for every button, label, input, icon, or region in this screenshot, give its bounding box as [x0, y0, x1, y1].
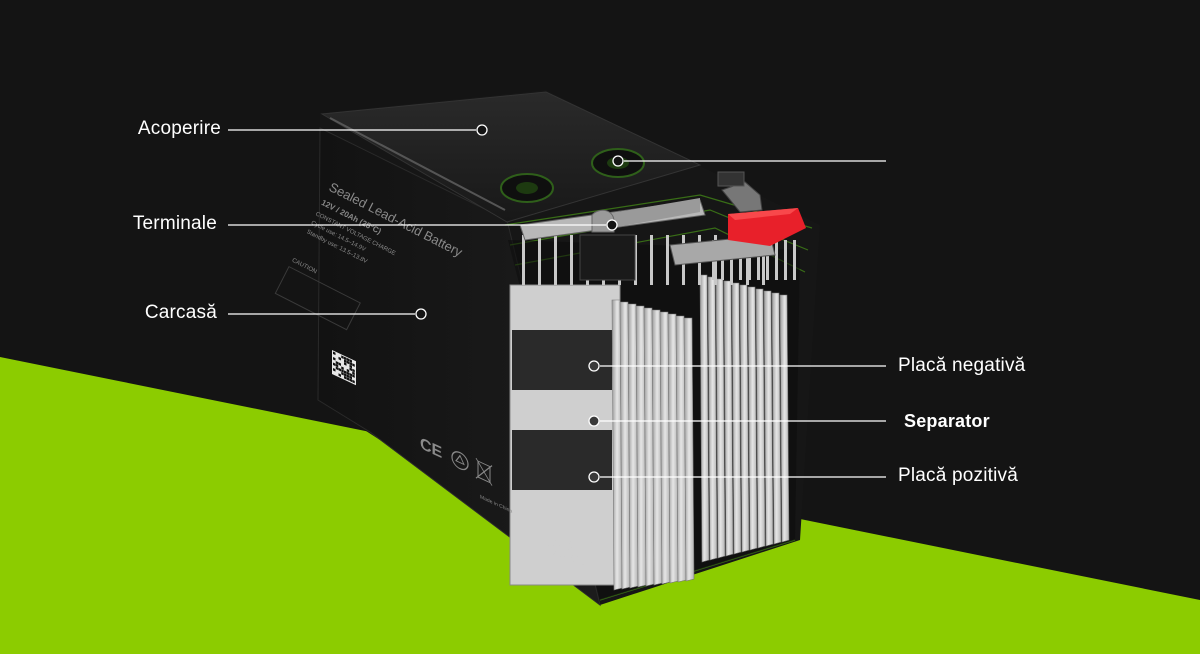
qr-module: [346, 374, 350, 379]
plate-tab: [666, 235, 669, 285]
plates-right: [699, 274, 790, 563]
qr-module: [344, 356, 347, 361]
qr-module: [349, 367, 352, 372]
qr-module: [341, 369, 344, 373]
plate-tab: [793, 240, 796, 280]
qr-module: [344, 373, 347, 377]
qr-module: [346, 360, 350, 365]
qr-module: [352, 374, 355, 378]
plate-tab: [538, 235, 541, 285]
plate-tab: [784, 240, 787, 280]
plate-tab: [739, 240, 742, 280]
plate: [755, 288, 766, 549]
callout-positive-plate: Placă pozitivă: [898, 465, 1019, 486]
plate-tab: [554, 235, 557, 285]
qr-module: [352, 368, 355, 373]
leader-dot-separator: [588, 415, 600, 427]
callout-separator: Separator: [904, 411, 990, 431]
leader-dot-negative-plate: [588, 360, 600, 372]
print-caution: CAUTION: [291, 258, 318, 276]
battery-lid: [320, 91, 702, 223]
plate-tab: [650, 235, 653, 285]
leader-dot-terminals: [606, 219, 618, 231]
qr-module: [338, 367, 341, 372]
qr-module: [346, 377, 350, 381]
plate: [683, 317, 695, 582]
qr-module: [333, 351, 336, 356]
plate: [739, 284, 750, 553]
callout-leaders: [228, 124, 886, 483]
plate: [747, 286, 758, 551]
lid-edge-highlight: [329, 117, 506, 211]
plate: [699, 274, 710, 563]
plate-tab: [746, 235, 749, 285]
crossed-bin-icon: [477, 460, 491, 484]
qr-module: [349, 378, 352, 383]
plate-tab: [775, 240, 778, 280]
qr-module: [346, 371, 350, 376]
qr-module: [344, 362, 347, 366]
leader-dot-cover: [476, 124, 488, 136]
qr-module: [349, 364, 352, 369]
terminal-block: [579, 234, 636, 281]
plates-left: [611, 299, 695, 591]
vent-cap-left-center: [516, 182, 538, 194]
plate-tab: [522, 235, 525, 285]
plate: [771, 292, 782, 545]
leader-dot-case: [415, 308, 427, 320]
leader-dot-top-right: [612, 155, 624, 167]
qr-module: [338, 356, 341, 361]
qr-module: [338, 373, 341, 377]
qr-module: [333, 362, 336, 367]
callout-case: Carcasă: [144, 302, 217, 323]
qr-module: [335, 360, 339, 365]
plate: [723, 280, 734, 557]
qr-module: [344, 370, 347, 375]
plate: [715, 278, 726, 559]
qr-module: [344, 375, 347, 380]
qr-module: [341, 355, 344, 359]
qr-module: [349, 372, 352, 377]
recycle-arrows-icon: [455, 454, 465, 466]
plate: [731, 282, 742, 555]
qr-module: [338, 362, 341, 366]
qr-module: [349, 375, 352, 380]
plate-stack-left: [509, 284, 621, 586]
leader-dot-positive-plate: [588, 471, 600, 483]
qr-module: [352, 379, 355, 384]
callout-negative-plate: Placă negativă: [898, 355, 1026, 376]
plate: [779, 294, 790, 543]
qr-module: [341, 371, 344, 376]
qr-code: [332, 350, 356, 386]
plate-tab: [762, 235, 765, 285]
callout-terminals: Terminale: [132, 213, 217, 234]
qr-module: [352, 363, 355, 367]
terminal-straps: [519, 198, 776, 281]
recycle-icon: [451, 451, 469, 471]
plate-tab: [748, 240, 751, 280]
plate-tab: [730, 240, 733, 280]
plate-tab: [570, 235, 573, 285]
qr-module: [349, 359, 352, 363]
plate-tab: [757, 240, 760, 280]
callout-cover: Acoperire: [137, 118, 221, 139]
qr-module: [333, 367, 336, 372]
qr-module: [335, 363, 339, 368]
qr-module: [346, 357, 350, 362]
qr-module: [344, 359, 347, 364]
qr-module: [352, 371, 355, 376]
qr-module: [335, 366, 339, 371]
plate: [763, 290, 774, 547]
positive-terminal: [717, 171, 806, 246]
plate-tab: [766, 240, 769, 280]
qr-module: [341, 366, 344, 370]
qr-module: [346, 368, 350, 373]
qr-module: [349, 361, 352, 366]
qr-module: [333, 356, 336, 361]
